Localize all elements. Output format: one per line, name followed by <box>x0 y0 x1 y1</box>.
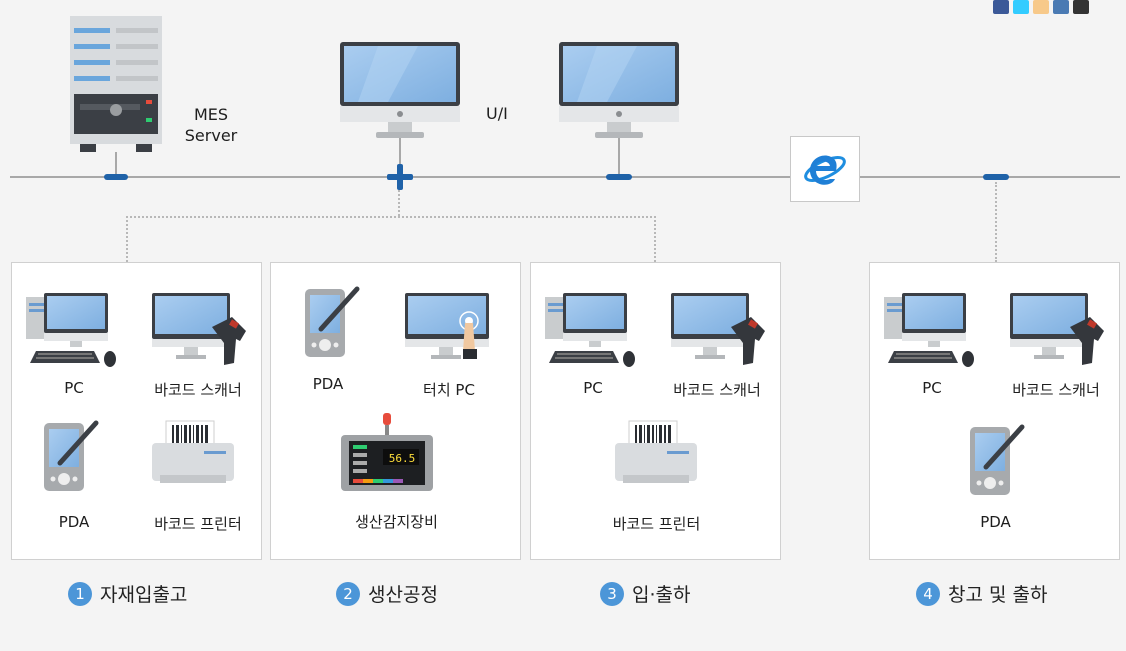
group-panel-3: PC 바코드 스캐너 바코드 프린터 <box>530 262 781 560</box>
barcode-printer-icon <box>611 419 701 489</box>
group-caption-4: 4 창고 및 출하 <box>916 580 1047 607</box>
dotted-drop-line <box>126 216 128 262</box>
server-label-line1: MES <box>193 105 229 124</box>
device-label: 터치 PC <box>423 381 475 399</box>
pda-icon <box>38 419 108 499</box>
yozm-icon[interactable] <box>1053 0 1069 14</box>
device-label: 생산감지장비 <box>355 513 438 531</box>
barcode-scanner-icon <box>1008 291 1108 371</box>
plus-connector-vertical <box>397 164 403 190</box>
barcode-printer-icon <box>148 419 238 489</box>
pda-icon <box>964 423 1034 503</box>
group-panel-4: PC 바코드 스캐너 PDA <box>869 262 1120 560</box>
group-title: 창고 및 출하 <box>948 584 1048 606</box>
right-connector <box>983 174 1009 180</box>
pda-icon <box>299 285 369 365</box>
pc-icon <box>24 291 124 371</box>
dotted-drop-line <box>995 182 997 262</box>
touch-pc-icon <box>405 293 489 359</box>
ui-monitor-icon <box>338 40 462 140</box>
group-title: 자재입출고 <box>100 584 188 606</box>
facebook-icon[interactable] <box>993 0 1009 14</box>
monitor-connector <box>606 174 632 180</box>
barcode-scanner-icon <box>150 291 250 371</box>
group-title: 생산공정 <box>368 584 438 606</box>
device-label: 바코드 스캐너 <box>1012 381 1100 399</box>
server-icon <box>70 16 162 152</box>
sensor-display-value: 56.5 <box>388 452 416 465</box>
ui-label: U/I <box>486 104 508 123</box>
device-label: 바코드 프린터 <box>612 515 701 533</box>
group-caption-3: 3 입·출하 <box>600 580 690 607</box>
dotted-bus-line <box>126 216 656 218</box>
ui-monitor-icon <box>557 40 681 140</box>
device-label: PC <box>922 379 942 397</box>
barcode-scanner-icon <box>669 291 769 371</box>
device-label: PDA <box>980 513 1011 531</box>
step-number-badge: 3 <box>600 581 624 606</box>
device-label: 바코드 스캐너 <box>673 381 761 399</box>
monitor-drop-line <box>618 138 620 176</box>
group-caption-2: 2 생산공정 <box>336 580 438 607</box>
device-label: PDA <box>58 513 90 531</box>
server-connector <box>104 174 128 180</box>
group-title: 입·출하 <box>632 584 691 606</box>
pc-icon <box>882 291 982 371</box>
pc-icon <box>543 291 643 371</box>
dotted-drop-line <box>654 216 656 262</box>
twitter-icon[interactable] <box>1013 0 1029 14</box>
step-number-badge: 2 <box>336 581 360 606</box>
network-line <box>10 176 1120 178</box>
step-number-badge: 4 <box>916 581 940 606</box>
device-label: PC <box>64 379 84 397</box>
step-number-badge: 1 <box>68 581 92 606</box>
device-label: PDA <box>312 375 344 393</box>
internet-explorer-icon <box>790 136 860 202</box>
server-label-line2: Server <box>184 126 238 145</box>
production-sensor-icon <box>341 413 433 491</box>
monitor-drop-line <box>399 138 401 176</box>
me2day-icon[interactable] <box>1033 0 1049 14</box>
group-panel-2: PDA 터치 PC 56.5 생산감지장비 <box>270 262 521 560</box>
group-panel-1: PC 바코드 스캐너 PDA 바코드 프린터 <box>11 262 262 560</box>
group-caption-1: 1 자재입출고 <box>68 580 187 607</box>
device-label: PC <box>583 379 603 397</box>
device-label: 바코드 프린터 <box>154 515 242 533</box>
device-label: 바코드 스캐너 <box>154 381 242 399</box>
dotted-drop-line <box>398 190 400 216</box>
delicious-icon[interactable] <box>1073 0 1089 14</box>
server-label: MES Server <box>176 104 246 146</box>
server-drop-line <box>115 152 117 176</box>
